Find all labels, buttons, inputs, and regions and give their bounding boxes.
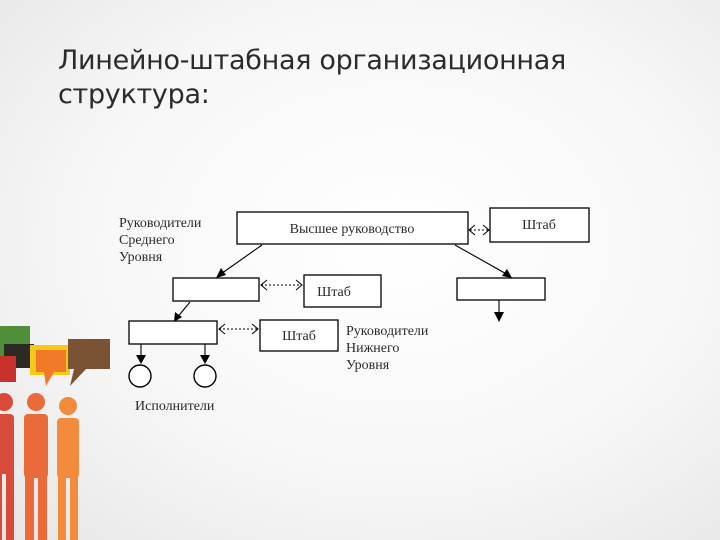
top-to-middle-right-arrow xyxy=(454,244,512,278)
lower-staff-box xyxy=(259,319,339,352)
top-staff-link xyxy=(468,224,490,236)
lower-managers-label: Руководители Нижнего Уровня xyxy=(346,324,432,373)
lower-to-executor-left-arrow xyxy=(136,344,146,364)
person-figure-red-icon xyxy=(0,393,14,540)
lower-staff-label: Штаб xyxy=(282,329,316,344)
executor-circle-right xyxy=(193,364,217,388)
middle-staff-label: Штаб xyxy=(317,285,351,300)
top-staff-box xyxy=(489,207,590,243)
executors-label: Исполнители xyxy=(135,399,215,414)
middle-right-down-arrow xyxy=(494,300,504,322)
middle-to-lower-arrow xyxy=(174,301,191,322)
slide-title: Линейно-штабная организационная структур… xyxy=(58,44,618,112)
top-manager-box xyxy=(236,211,469,245)
middle-manager-box-left xyxy=(172,277,260,302)
lower-to-executor-right-arrow xyxy=(200,344,210,364)
title-line-2: структура: xyxy=(58,79,210,110)
executor-circle-left xyxy=(128,364,152,388)
speech-bubble-red-icon xyxy=(0,356,16,382)
person-figure-orange-icon xyxy=(24,393,48,540)
middle-managers-label: Руководители Среднего Уровня xyxy=(119,216,205,265)
top-manager-label: Высшее руководство xyxy=(290,222,415,237)
people-decoration xyxy=(0,326,110,540)
lower-manager-box xyxy=(128,320,218,345)
middle-staff-box xyxy=(303,274,382,308)
top-to-middle-left-arrow xyxy=(216,244,263,278)
middle-staff-link xyxy=(260,279,303,291)
title-line-1: Линейно-штабная организационная xyxy=(58,45,566,76)
lower-staff-link xyxy=(218,323,259,335)
middle-manager-box-right xyxy=(456,277,546,301)
speech-bubble-brown-icon xyxy=(68,339,110,386)
person-figure-light-orange-icon xyxy=(57,397,79,540)
top-staff-label: Штаб xyxy=(522,218,556,233)
speech-bubble-orange-icon xyxy=(36,350,66,386)
